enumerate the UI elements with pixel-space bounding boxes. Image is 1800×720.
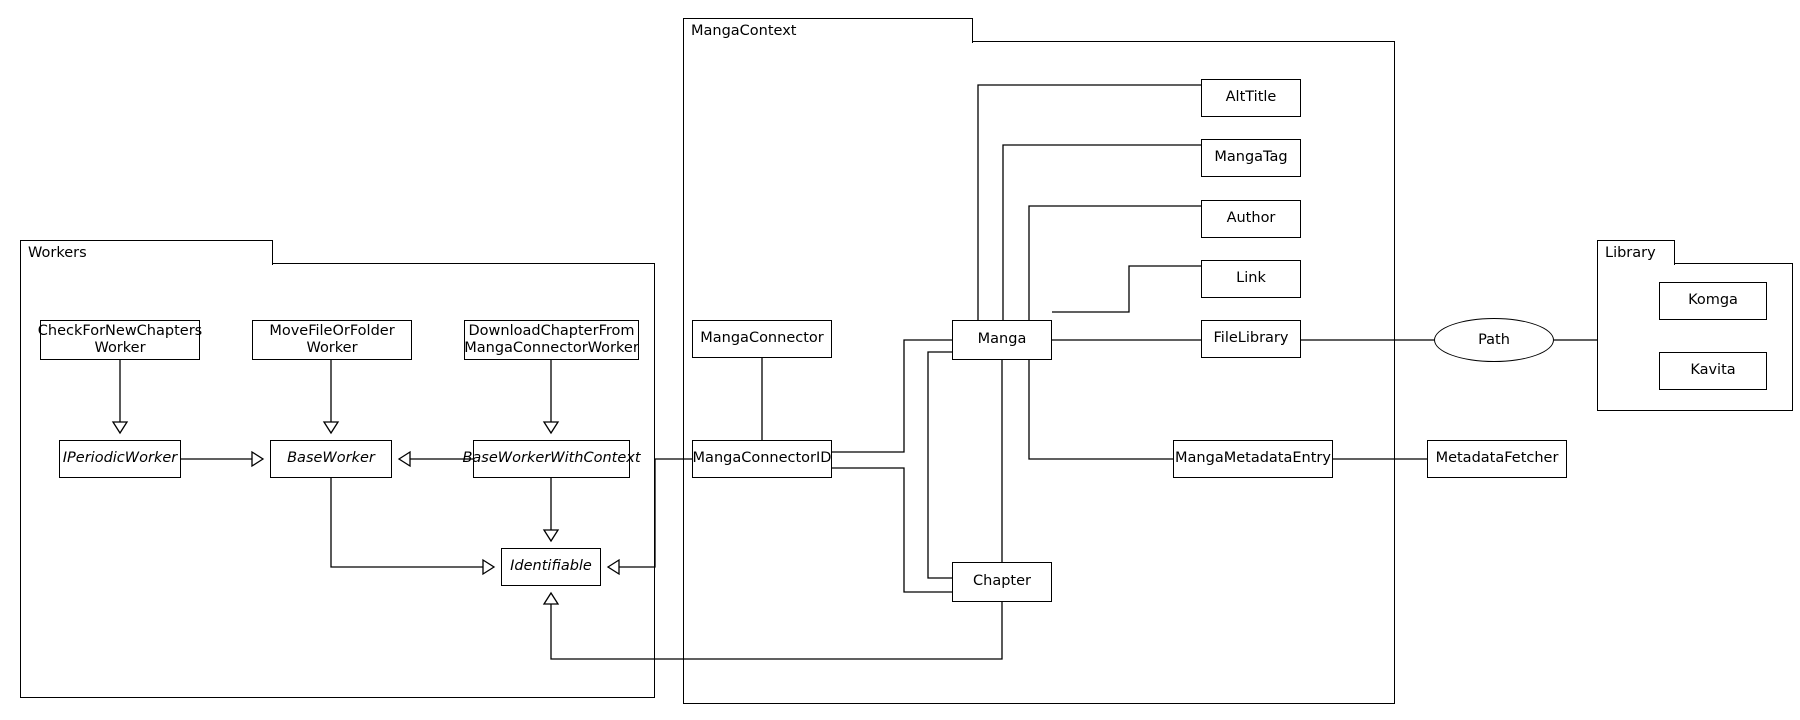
package-label-workers: Workers (20, 240, 273, 265)
class-box-mangametadataentry[interactable]: MangaMetadataEntry (1173, 440, 1333, 478)
class-box-alttitle[interactable]: AltTitle (1201, 79, 1301, 117)
package-label-mangacontext: MangaContext (683, 18, 973, 43)
class-box-mangaconnector[interactable]: MangaConnector (692, 320, 832, 358)
package-body-mangacontext (683, 41, 1395, 704)
class-box-komga[interactable]: Komga (1659, 282, 1767, 320)
class-box-link[interactable]: Link (1201, 260, 1301, 298)
class-box-baseworker[interactable]: BaseWorker (270, 440, 392, 478)
ellipse-node-path[interactable]: Path (1434, 318, 1554, 362)
class-box-manga[interactable]: Manga (952, 320, 1052, 360)
class-box-metadatafetcher[interactable]: MetadataFetcher (1427, 440, 1567, 478)
package-body-library (1597, 263, 1793, 411)
class-box-kavita[interactable]: Kavita (1659, 352, 1767, 390)
class-box-downloadchapter[interactable]: DownloadChapterFrom MangaConnectorWorker (464, 320, 639, 360)
class-box-filelibrary[interactable]: FileLibrary (1201, 320, 1301, 358)
class-box-identifiable[interactable]: Identifiable (501, 548, 601, 586)
class-box-chapter[interactable]: Chapter (952, 562, 1052, 602)
class-box-author[interactable]: Author (1201, 200, 1301, 238)
class-box-movefileorfolder[interactable]: MoveFileOrFolder Worker (252, 320, 412, 360)
class-box-mangaconnectorid[interactable]: MangaConnectorID (692, 440, 832, 478)
package-label-library: Library (1597, 240, 1675, 265)
class-box-checkfornewchapters[interactable]: CheckForNewChapters Worker (38, 320, 202, 360)
class-box-mangatag[interactable]: MangaTag (1201, 139, 1301, 177)
class-box-iperiodicworker[interactable]: IPeriodicWorker (59, 440, 181, 478)
class-box-baseworkerwithcontext[interactable]: BaseWorkerWithContext (462, 440, 641, 478)
